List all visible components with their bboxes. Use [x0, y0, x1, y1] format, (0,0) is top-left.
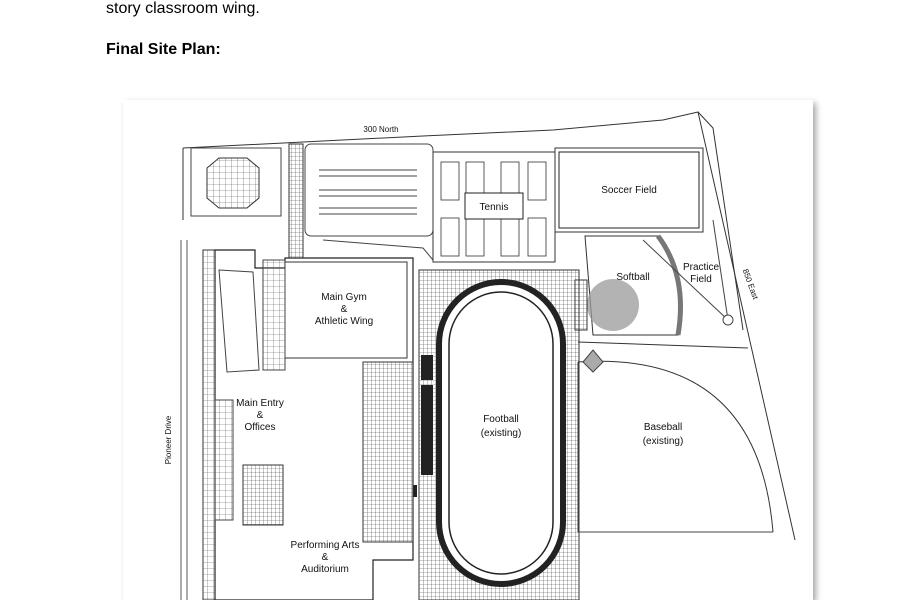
- street-label-north: 300 North: [363, 125, 398, 134]
- label-practice-1: Practice: [683, 262, 720, 273]
- section-heading: Final Site Plan:: [106, 41, 221, 58]
- label-entry-3: Offices: [245, 422, 276, 433]
- practice-field: [642, 219, 734, 326]
- label-football-1: Football: [483, 414, 519, 425]
- main-building: [202, 249, 414, 600]
- label-arts-2: &: [322, 552, 329, 563]
- site-boundary: [182, 111, 796, 541]
- street-label-west: Pioneer Drive: [164, 415, 173, 464]
- north-walkway: [288, 143, 304, 265]
- site-plan-drawing: 300 North Pioneer Drive 850 East Tennis: [164, 111, 796, 600]
- label-entry-2: &: [257, 410, 264, 421]
- west-street-edge: [180, 240, 188, 600]
- label-baseball-2: (existing): [643, 436, 684, 447]
- softball-field: [574, 234, 683, 336]
- tennis-courts: [432, 151, 556, 263]
- label-gym-1: Main Gym: [321, 292, 367, 303]
- site-plan-figure: 300 North Pioneer Drive 850 East Tennis: [123, 100, 813, 600]
- label-football-2: (existing): [481, 428, 522, 439]
- soccer-field: [554, 147, 704, 233]
- label-gym-3: Athletic Wing: [315, 316, 373, 327]
- north-parking-lot: [304, 143, 434, 261]
- label-practice-2: Field: [690, 274, 712, 285]
- label-gym-2: &: [341, 304, 348, 315]
- track-and-football: [418, 269, 580, 600]
- baseball-field: [577, 349, 774, 533]
- nw-building: [190, 147, 282, 217]
- label-arts-3: Auditorium: [301, 564, 349, 575]
- label-tennis: Tennis: [480, 202, 509, 213]
- label-baseball-1: Baseball: [644, 422, 682, 433]
- label-soccer: Soccer Field: [601, 185, 657, 196]
- label-arts-1: Performing Arts: [291, 540, 360, 551]
- label-softball: Softball: [616, 272, 649, 283]
- street-label-east: 850 East: [741, 268, 761, 301]
- intro-text: story classroom wing.: [106, 0, 260, 17]
- label-entry-1: Main Entry: [236, 398, 284, 409]
